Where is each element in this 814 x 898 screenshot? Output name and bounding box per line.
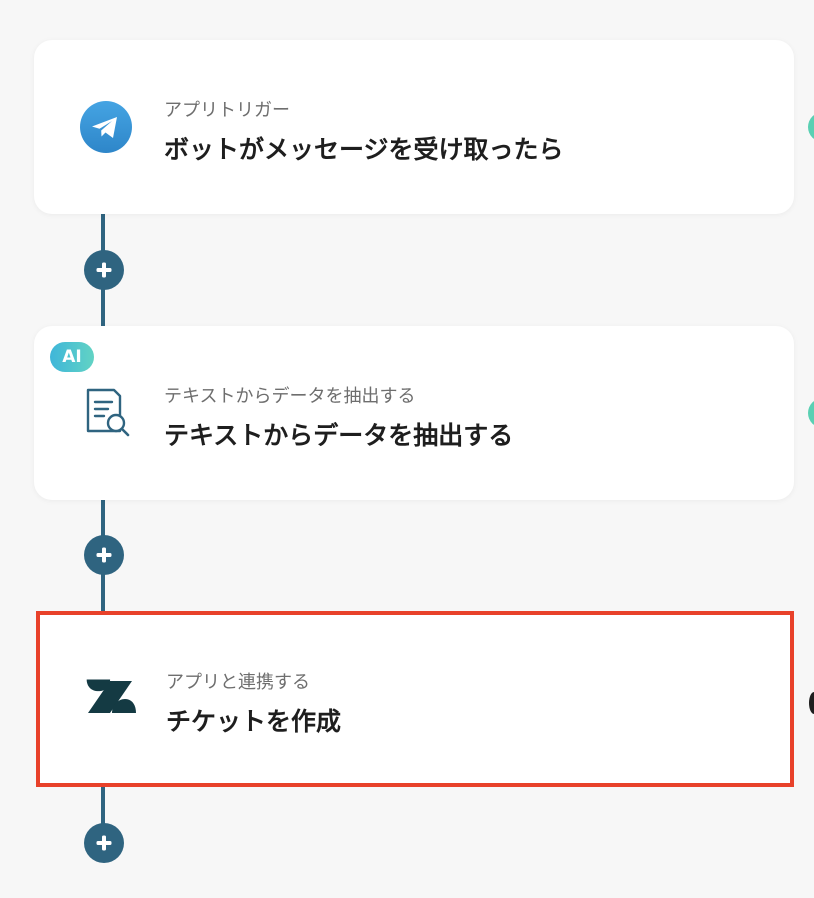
add-step-button[interactable] xyxy=(84,535,124,575)
plus-icon xyxy=(96,835,112,851)
connector-line xyxy=(101,784,105,844)
plus-icon xyxy=(96,547,112,563)
add-step-button[interactable] xyxy=(84,823,124,863)
status-indicator xyxy=(808,398,814,428)
step-card-trigger[interactable]: アプリトリガー ボットがメッセージを受け取ったら xyxy=(34,40,794,214)
step-subtitle: テキストからデータを抽出する xyxy=(164,386,416,407)
status-indicator xyxy=(808,112,814,142)
step-title: チケットを作成 xyxy=(166,707,342,736)
step-title: テキストからデータを抽出する xyxy=(164,421,514,450)
step-card-create-ticket[interactable]: アプリと連携する チケットを作成 xyxy=(36,611,794,787)
add-step-button[interactable] xyxy=(84,250,124,290)
step-subtitle: アプリトリガー xyxy=(164,100,290,121)
telegram-icon xyxy=(78,99,134,155)
step-card-ai-extract[interactable]: AI テキストからデータを抽出する テキストからデータを抽出する xyxy=(34,326,794,500)
ai-badge: AI xyxy=(50,342,94,372)
step-subtitle: アプリと連携する xyxy=(166,672,310,693)
plus-icon xyxy=(96,262,112,278)
zendesk-icon xyxy=(82,667,138,723)
document-search-icon xyxy=(78,385,134,441)
status-indicator xyxy=(809,692,814,714)
step-title: ボットがメッセージを受け取ったら xyxy=(164,135,564,164)
